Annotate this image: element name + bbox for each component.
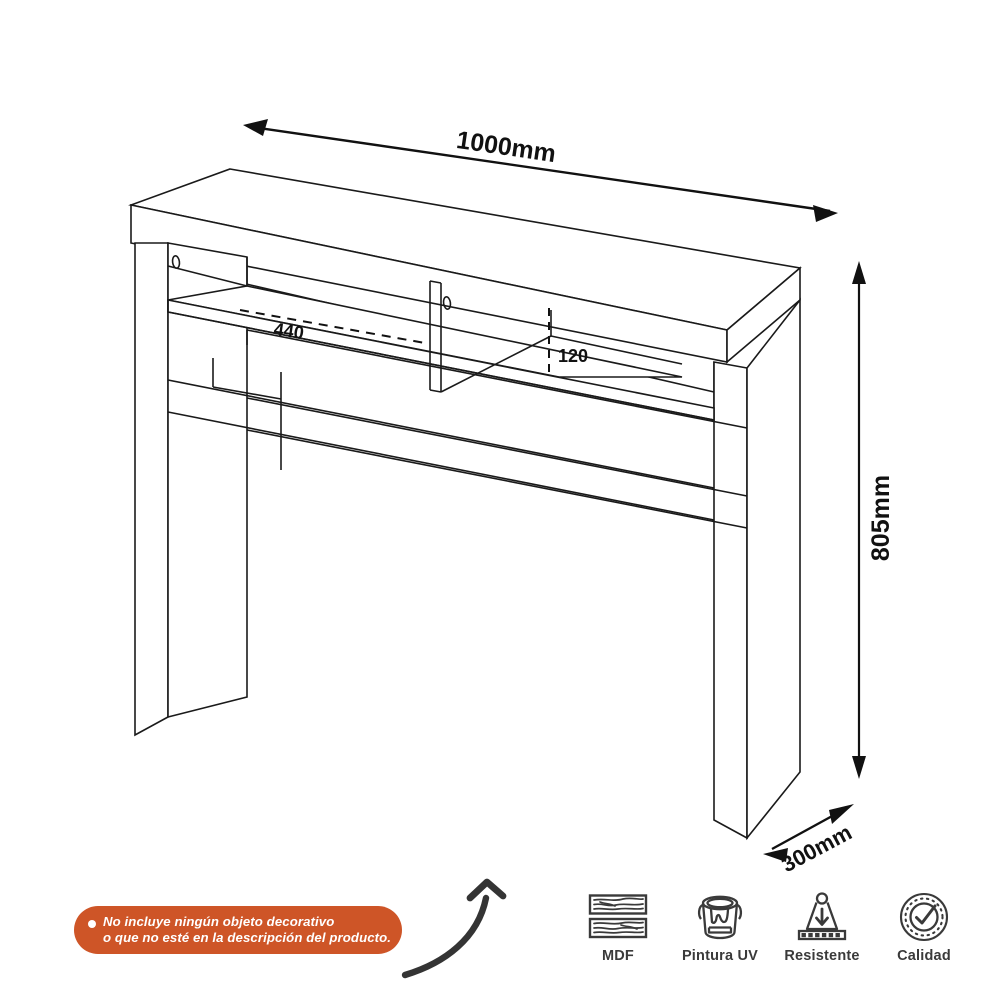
feature-label-calidad: Calidad xyxy=(897,948,951,964)
feature-label-mdf: MDF xyxy=(601,948,634,964)
dimension-width xyxy=(251,125,831,213)
arrowhead-width-right xyxy=(813,205,838,222)
screw-hole-center xyxy=(442,296,452,310)
feature-pintura-uv: Pintura UV xyxy=(674,890,766,964)
wood-planks-icon xyxy=(587,890,649,944)
arrowhead-height-bottom xyxy=(852,756,866,779)
arrowhead-height-top xyxy=(852,261,866,284)
feature-resistente: Resistente xyxy=(776,890,868,964)
right-leg xyxy=(713,297,801,841)
apron-panel xyxy=(212,358,282,470)
dimension-niche-width-label: 440 xyxy=(273,319,306,343)
screw-hole-left xyxy=(171,255,181,269)
dimension-height-label: 805mm xyxy=(867,475,895,561)
center-divider xyxy=(429,280,442,393)
dimension-depth-label: 300mm xyxy=(777,820,856,878)
weight-icon xyxy=(794,890,850,944)
left-niche-interior xyxy=(167,257,248,287)
feature-calidad: Calidad xyxy=(878,890,970,964)
arrowhead-depth-right xyxy=(829,804,854,824)
arrowhead-depth-left xyxy=(763,848,788,862)
curved-arrow-icon xyxy=(401,878,507,979)
left-leg xyxy=(134,242,248,737)
dimension-niche-height-label: 120 xyxy=(558,346,588,366)
apron-rails xyxy=(167,379,748,529)
dimension-width-label: 1000mm xyxy=(455,126,558,168)
feature-label-pintura-uv: Pintura UV xyxy=(681,948,759,964)
table-top-slab xyxy=(128,168,802,364)
feature-mdf: MDF xyxy=(572,890,664,964)
feature-label-resistente: Resistente xyxy=(784,948,860,964)
bullet-dot-icon xyxy=(88,919,96,928)
lower-rail xyxy=(167,311,748,429)
arrowhead-width-left xyxy=(243,119,268,136)
check-badge-icon xyxy=(898,890,950,944)
disclaimer-line-1: No incluye ningún objeto decorativo xyxy=(103,913,335,929)
right-niche-interior xyxy=(440,310,683,393)
feature-icon-strip: MDF xyxy=(572,890,970,986)
paint-bucket-icon xyxy=(693,890,747,944)
disclaimer-line-2: o que no esté en la descripción del prod… xyxy=(103,930,392,945)
disclaimer-badge: No incluye ningún objeto decorativo o qu… xyxy=(74,906,402,954)
